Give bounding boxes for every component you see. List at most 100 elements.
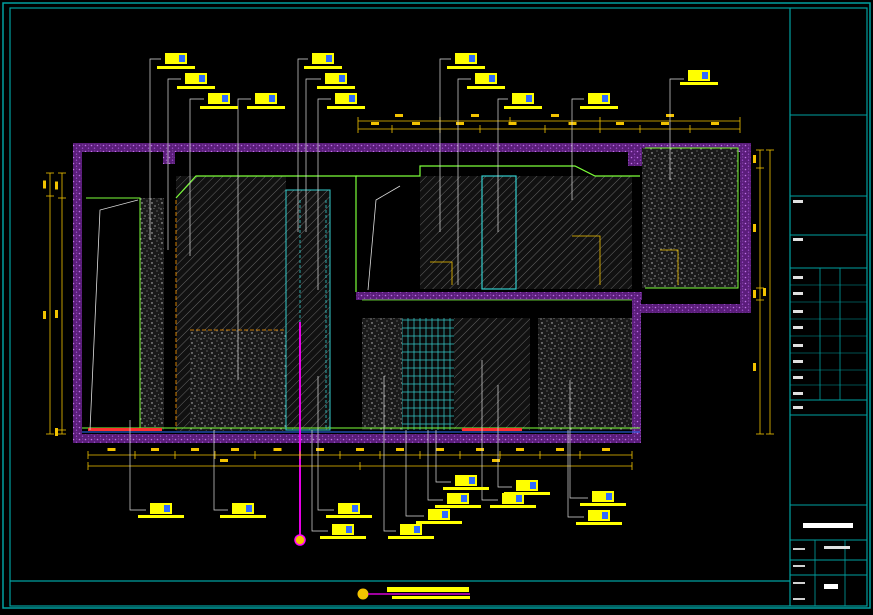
bottom-tag-underline-7 bbox=[443, 487, 489, 490]
bottom-tag-underline-9 bbox=[504, 492, 550, 495]
title-label-mark-1 bbox=[793, 238, 803, 241]
dim-bottom-inner-value-9 bbox=[476, 448, 484, 451]
top-tag-underline-0 bbox=[157, 66, 195, 69]
title-block bbox=[357, 114, 867, 606]
title-bottom-label-1 bbox=[793, 565, 805, 567]
bottom-tag-8 bbox=[502, 493, 524, 504]
top-tag-underline-6 bbox=[327, 106, 365, 109]
bottom-leader-8 bbox=[481, 360, 498, 501]
dim-bottom-outer-value-0 bbox=[220, 459, 228, 462]
top-leader-4 bbox=[297, 58, 308, 232]
bottom-tag-symbol-2 bbox=[352, 505, 358, 512]
dim-right-inner-value-1 bbox=[753, 224, 756, 232]
title-drawing-name-bar bbox=[803, 523, 853, 528]
top-tag-underline-7 bbox=[447, 66, 485, 69]
top-tag-symbol-0 bbox=[179, 55, 185, 62]
top-tag-symbol-6 bbox=[349, 95, 355, 102]
bottom-tag-11 bbox=[588, 510, 610, 521]
bottom-tag-underline-0 bbox=[138, 515, 184, 518]
title-label-mark-4 bbox=[793, 310, 803, 313]
bottom-tag-symbol-3 bbox=[346, 526, 352, 533]
drawing-title-scale-bar bbox=[392, 596, 470, 599]
bottom-tag-6 bbox=[447, 493, 469, 504]
title-bottom-label-2 bbox=[793, 582, 805, 584]
top-tag-5 bbox=[325, 73, 347, 84]
door-panel bbox=[286, 190, 330, 430]
bottom-tag-symbol-0 bbox=[164, 505, 170, 512]
bottom-tag-underline-1 bbox=[220, 515, 266, 518]
dim-bottom-inner-value-11 bbox=[556, 448, 564, 451]
right-stone-panel bbox=[642, 148, 738, 288]
section-marker-symbol bbox=[294, 534, 306, 546]
dim-top-inner-value-3 bbox=[508, 122, 517, 125]
top-leader-0 bbox=[149, 58, 161, 240]
title-label-mark-3 bbox=[793, 292, 803, 295]
callout-tags bbox=[138, 53, 718, 539]
top-tag-underline-10 bbox=[580, 106, 618, 109]
dim-top-outer-value-2 bbox=[551, 114, 559, 117]
finish-line-ceiling-a bbox=[175, 175, 357, 292]
right-step-slab bbox=[632, 304, 751, 313]
lower-right-wall bbox=[632, 300, 641, 443]
top-leader-2 bbox=[189, 98, 204, 256]
glass-block-grid bbox=[402, 318, 454, 430]
title-label-mark-9 bbox=[793, 392, 803, 395]
dim-bottom-inner-value-8 bbox=[436, 448, 444, 451]
dim-left-inner-value-2 bbox=[55, 428, 58, 436]
upper-wardrobe-panel bbox=[420, 176, 632, 289]
top-tag-symbol-9 bbox=[526, 95, 532, 102]
left-wall bbox=[73, 143, 82, 443]
bottom-tag-1 bbox=[232, 503, 254, 514]
dim-bottom-inner-value-2 bbox=[191, 448, 199, 451]
title-bottom-label-0 bbox=[793, 548, 805, 550]
dim-bottom-inner-value-10 bbox=[516, 448, 524, 451]
bottom-leader-1 bbox=[213, 430, 228, 511]
top-leader-1 bbox=[167, 78, 181, 250]
bottom-tag-9 bbox=[516, 480, 538, 491]
title-label-mark-6 bbox=[793, 344, 803, 347]
top-tag-8 bbox=[475, 73, 497, 84]
top-tag-symbol-4 bbox=[326, 55, 332, 62]
top-tag-0 bbox=[165, 53, 187, 64]
detail-mark-3 bbox=[660, 249, 679, 285]
top-tag-symbol-10 bbox=[602, 95, 608, 102]
bottom-tag-underline-3 bbox=[320, 536, 366, 539]
dim-right-inner-value-0 bbox=[753, 155, 756, 163]
bottom-tag-underline-8 bbox=[490, 505, 536, 508]
drape-line-mid bbox=[367, 185, 401, 291]
bottom-tag-symbol-11 bbox=[602, 512, 608, 519]
bottom-tag-symbol-1 bbox=[246, 505, 252, 512]
bottom-leader-6 bbox=[427, 430, 443, 501]
bottom-leader-2 bbox=[317, 376, 334, 511]
mirror-strip bbox=[481, 175, 517, 290]
dim-bottom-outer-value-1 bbox=[492, 459, 500, 462]
bottom-leader-0 bbox=[129, 420, 146, 511]
lower-left-stone bbox=[362, 318, 402, 430]
bottom-tag-symbol-6 bbox=[461, 495, 467, 502]
title-bottom-label-3 bbox=[793, 598, 805, 600]
bottom-tag-underline-4 bbox=[388, 536, 434, 539]
title-label-mark-8 bbox=[793, 376, 803, 379]
dim-top-inner-value-7 bbox=[711, 122, 719, 125]
feature-panel bbox=[454, 318, 530, 430]
bottom-tag-underline-10 bbox=[580, 503, 626, 506]
top-leader-6 bbox=[317, 98, 331, 290]
dim-bottom-inner-value-1 bbox=[151, 448, 159, 451]
bottom-tag-underline-11 bbox=[576, 522, 622, 525]
top-tag-4 bbox=[312, 53, 334, 64]
dim-bottom-inner-value-7 bbox=[396, 448, 404, 451]
bottom-leader-10 bbox=[569, 380, 588, 499]
title-scale-mark bbox=[824, 546, 850, 549]
bottom-leader-7 bbox=[435, 430, 451, 483]
bottom-leader-9 bbox=[497, 385, 512, 488]
bottom-tag-7 bbox=[455, 475, 477, 486]
top-tag-symbol-7 bbox=[469, 55, 475, 62]
top-tag-right-symbol bbox=[702, 72, 708, 79]
top-tag-symbol-1 bbox=[199, 75, 205, 82]
ceiling-nub-left bbox=[163, 152, 175, 164]
dim-top-inner-value-2 bbox=[456, 122, 464, 125]
detail-mark-1 bbox=[430, 261, 453, 285]
dim-bottom-inner-value-5 bbox=[316, 448, 324, 451]
top-leader-10 bbox=[571, 98, 584, 200]
